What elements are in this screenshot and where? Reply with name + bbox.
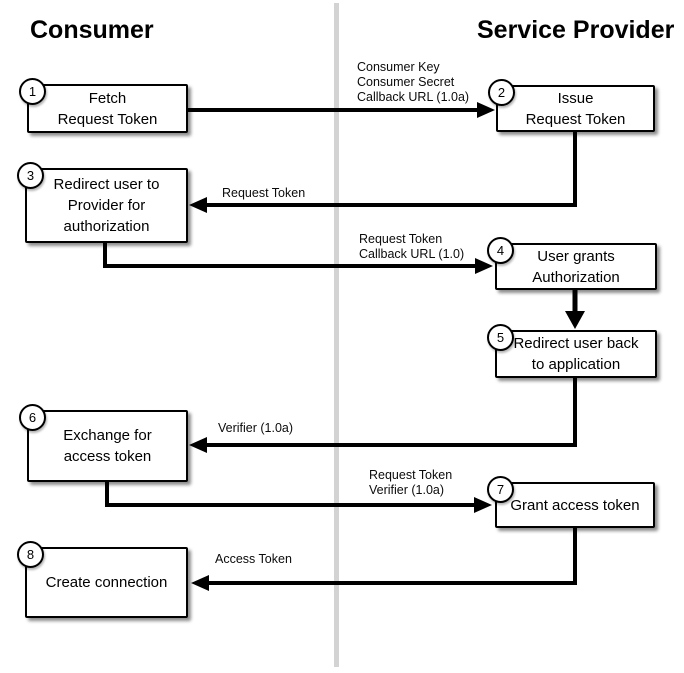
- arrowhead-left-icon: [189, 197, 207, 213]
- step-number-badge: 3: [17, 162, 44, 189]
- arrowhead-left-icon: [189, 437, 207, 453]
- node-fetch-request-token: 1 Fetch Request Token: [19, 78, 188, 133]
- step-number-badge: 6: [19, 404, 46, 431]
- arrow-7-8: [205, 528, 577, 585]
- node-exchange-for-access-token: 6 Exchange for access token: [19, 404, 188, 482]
- step-number-badge: 8: [17, 541, 44, 568]
- arrowhead-left-icon: [191, 575, 209, 591]
- lane-title-service-provider: Service Provider: [477, 16, 675, 44]
- arrow-5-6: [203, 378, 577, 447]
- arrow-2-3: [203, 132, 577, 207]
- step-number-badge: 2: [488, 79, 515, 106]
- step-number-badge: 5: [487, 324, 514, 351]
- node-user-grants-authorization: 4 User grants Authorization: [487, 237, 657, 290]
- arrowhead-down-icon: [565, 311, 585, 329]
- node-label: Fetch Request Token: [57, 89, 158, 128]
- edge-label-consumer-key: Consumer Key Consumer Secret Callback UR…: [357, 60, 470, 104]
- step-number-badge: 7: [487, 476, 514, 503]
- step-number-badge: 4: [487, 237, 514, 264]
- edge-label-request-token-verifier: Request Token Verifier (1.0a): [369, 468, 453, 497]
- node-create-connection: 8 Create connection: [17, 541, 188, 618]
- node-label: Exchange for access token: [63, 427, 152, 465]
- edge-label-access-token: Access Token: [215, 552, 292, 566]
- lane-title-consumer: Consumer: [30, 16, 154, 44]
- edge-label-request-token: Request Token: [222, 186, 306, 200]
- arrowhead-right-icon: [474, 497, 492, 513]
- arrowhead-right-icon: [475, 258, 493, 274]
- node-redirect-user-to-provider: 3 Redirect user to Provider for authoriz…: [17, 162, 188, 243]
- arrow-6-7: [105, 482, 476, 507]
- node-label: Grant access token: [510, 496, 640, 514]
- arrow-3-4: [103, 243, 477, 268]
- node-label: Create connection: [45, 574, 168, 591]
- node-issue-request-token: 2 Issue Request Token: [488, 79, 655, 132]
- node-grant-access-token: 7 Grant access token: [487, 476, 655, 528]
- arrowhead-right-icon: [477, 102, 495, 118]
- lane-divider: [334, 3, 339, 667]
- node-label: User grants Authorization: [532, 247, 620, 286]
- node-label: Issue Request Token: [525, 89, 626, 128]
- node-label: Redirect user back to application: [513, 335, 639, 373]
- node-redirect-user-back: 5 Redirect user back to application: [487, 324, 657, 378]
- node-label: Redirect user to Provider for authorizat…: [53, 176, 160, 235]
- step-number-badge: 1: [19, 78, 46, 105]
- edge-label-request-token-callback: Request Token Callback URL (1.0): [359, 232, 465, 261]
- edge-label-verifier: Verifier (1.0a): [218, 421, 294, 435]
